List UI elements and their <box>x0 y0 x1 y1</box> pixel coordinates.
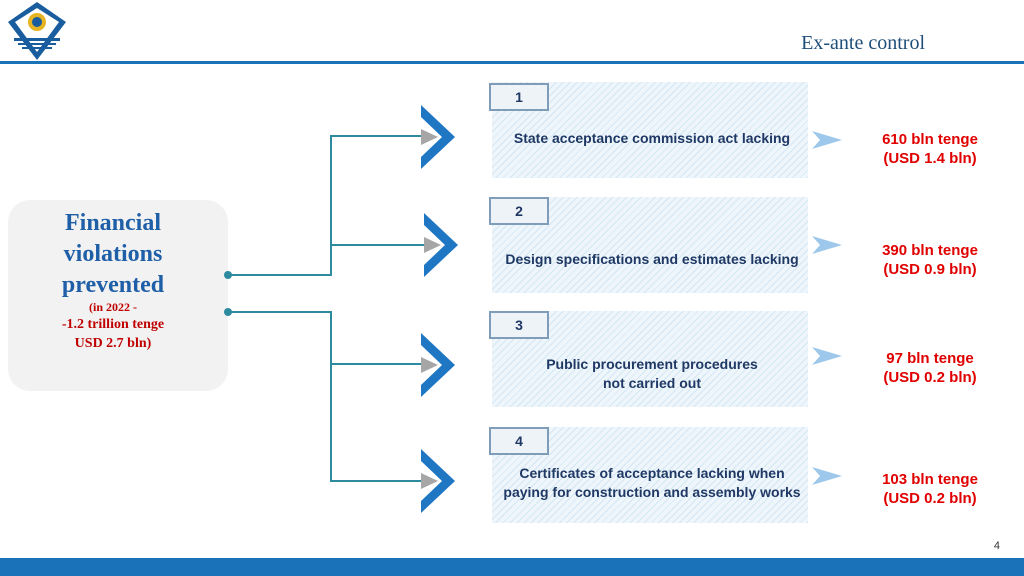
connector-lower <box>228 311 430 482</box>
item-panel-4 <box>492 427 808 523</box>
item-text-2: Design specifications and estimates lack… <box>505 251 799 267</box>
arrow-right-icon <box>812 467 842 485</box>
arrow-right-icon <box>812 236 842 254</box>
chevron-right-icon <box>424 213 458 277</box>
emblem-icon <box>8 2 66 60</box>
chevron-right-icon <box>421 449 455 513</box>
source-period: (in 2022 - <box>89 300 137 314</box>
item-text-4: Certificates of acceptance lacking when … <box>503 465 801 500</box>
arrow-right-icon <box>812 131 842 149</box>
item-amount-2: 390 bln tenge (USD 0.9 bln) <box>882 242 978 278</box>
header-bar <box>0 0 1024 64</box>
source-title: Financial violations prevented <box>61 210 165 298</box>
item-panel-3 <box>492 311 808 407</box>
page-number: 4 <box>993 540 1000 552</box>
item-text-1: State acceptance commission act lacking <box>513 130 791 146</box>
connector-dot-lower <box>224 308 232 316</box>
chevron-right-icon <box>421 333 455 397</box>
item-text-3: Public procurement procedures not carrie… <box>546 356 758 391</box>
source-total-tenge: -1.2 trillion tenge <box>61 317 165 332</box>
source-box: Financial violations prevented (in 2022 … <box>8 200 228 391</box>
item-amount-3: 97 bln tenge (USD 0.2 bln) <box>883 350 977 386</box>
connector-upper <box>228 135 430 276</box>
header-divider <box>0 61 1024 64</box>
item-amount-4: 103 bln tenge (USD 0.2 bln) <box>882 471 978 507</box>
item-amount-1: 610 bln tenge (USD 1.4 bln) <box>882 131 978 167</box>
item-number-4: 4 <box>489 427 549 455</box>
connector-dot-upper <box>224 271 232 279</box>
footer-bar <box>0 558 1024 576</box>
item-number-3: 3 <box>489 311 549 339</box>
page-title: Ex-ante control <box>801 32 925 54</box>
chevron-right-icon <box>421 105 455 169</box>
item-number-1: 1 <box>489 83 549 111</box>
source-total-usd: USD 2.7 bln) <box>74 336 152 351</box>
arrow-right-icon <box>812 347 842 365</box>
item-number-2: 2 <box>489 197 549 225</box>
